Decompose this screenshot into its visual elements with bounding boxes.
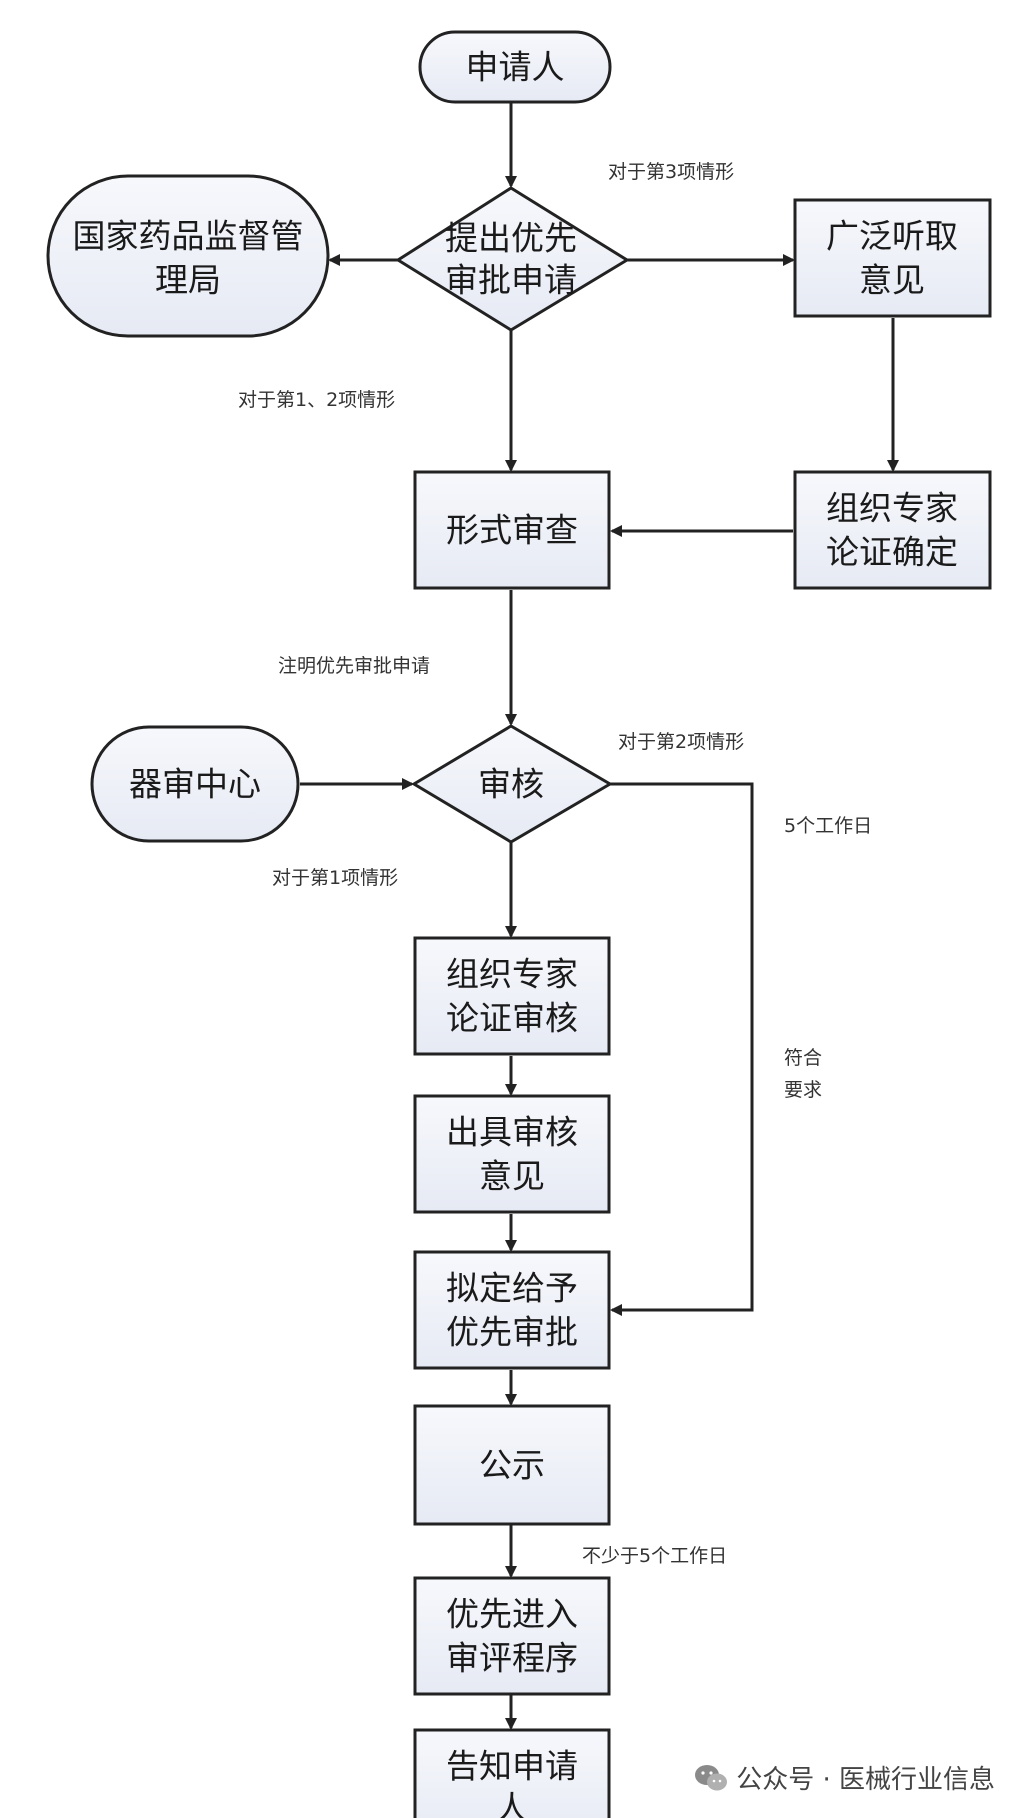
node-opinion — [413, 1094, 611, 1214]
node-publicity — [413, 1404, 611, 1526]
node-expert-audit-label-1: 组织专家 — [446, 955, 578, 994]
label-meets-1: 符合 — [784, 1047, 822, 1069]
edge-audit-propose — [610, 782, 754, 1316]
watermark: 公众号 · 医械行业信息 — [694, 1759, 995, 1796]
node-expert-audit — [413, 936, 611, 1056]
node-nmpa-label-2: 理局 — [155, 261, 221, 300]
node-publicity-label: 公示 — [479, 1446, 545, 1485]
node-propose-label-2: 优先审批 — [446, 1313, 578, 1352]
node-consult-label-1: 广泛听取 — [826, 217, 958, 256]
label-mark: 注明优先审批申请 — [278, 655, 430, 677]
node-audit — [411, 724, 613, 844]
node-expert-confirm-label-1: 组织专家 — [826, 489, 958, 528]
node-expert-confirm-label-2: 论证确定 — [826, 533, 958, 572]
node-opinion-label-1: 出具审核 — [446, 1113, 578, 1152]
node-enter-label-1: 优先进入 — [446, 1595, 578, 1634]
node-consult-label-2: 意见 — [859, 261, 925, 300]
node-expert-audit-label-2: 论证审核 — [446, 999, 578, 1038]
label-case1: 对于第1项情形 — [272, 867, 398, 889]
node-applicant — [418, 30, 612, 104]
node-center — [90, 725, 300, 843]
node-nmpa-label-1: 国家药品监督管 — [73, 217, 304, 256]
node-nmpa — [46, 174, 330, 338]
node-notify-label-2: 人 — [496, 1789, 529, 1818]
node-notify — [413, 1728, 611, 1818]
node-applicant-label: 申请人 — [466, 48, 565, 87]
node-propose-label-1: 拟定给予 — [446, 1269, 578, 1308]
node-consult — [793, 198, 992, 318]
node-formal — [413, 470, 611, 590]
label-meets-2: 要求 — [784, 1079, 822, 1101]
label-days5: 5个工作日 — [784, 815, 872, 837]
label-case2: 对于第2项情形 — [618, 731, 744, 753]
node-submit — [395, 186, 630, 332]
watermark-text: 公众号 · 医械行业信息 — [736, 1765, 995, 1795]
label-min5: 不少于5个工作日 — [582, 1545, 727, 1567]
node-submit-label-2: 审批申请 — [445, 261, 577, 300]
node-center-label: 器审中心 — [129, 765, 261, 804]
node-submit-label-1: 提出优先 — [445, 219, 577, 258]
wechat-icon — [695, 1764, 728, 1790]
node-enter — [413, 1576, 611, 1696]
label-case12: 对于第1、2项情形 — [238, 389, 395, 411]
edges — [300, 102, 899, 1730]
node-propose — [413, 1250, 611, 1370]
node-formal-label: 形式审查 — [446, 511, 578, 550]
node-opinion-label-2: 意见 — [479, 1157, 545, 1196]
node-notify-label-1: 告知申请 — [446, 1747, 578, 1786]
node-enter-label-2: 审评程序 — [446, 1639, 578, 1678]
node-audit-label: 审核 — [478, 765, 544, 804]
label-case3: 对于第3项情形 — [608, 161, 734, 183]
node-expert-confirm — [793, 470, 992, 590]
